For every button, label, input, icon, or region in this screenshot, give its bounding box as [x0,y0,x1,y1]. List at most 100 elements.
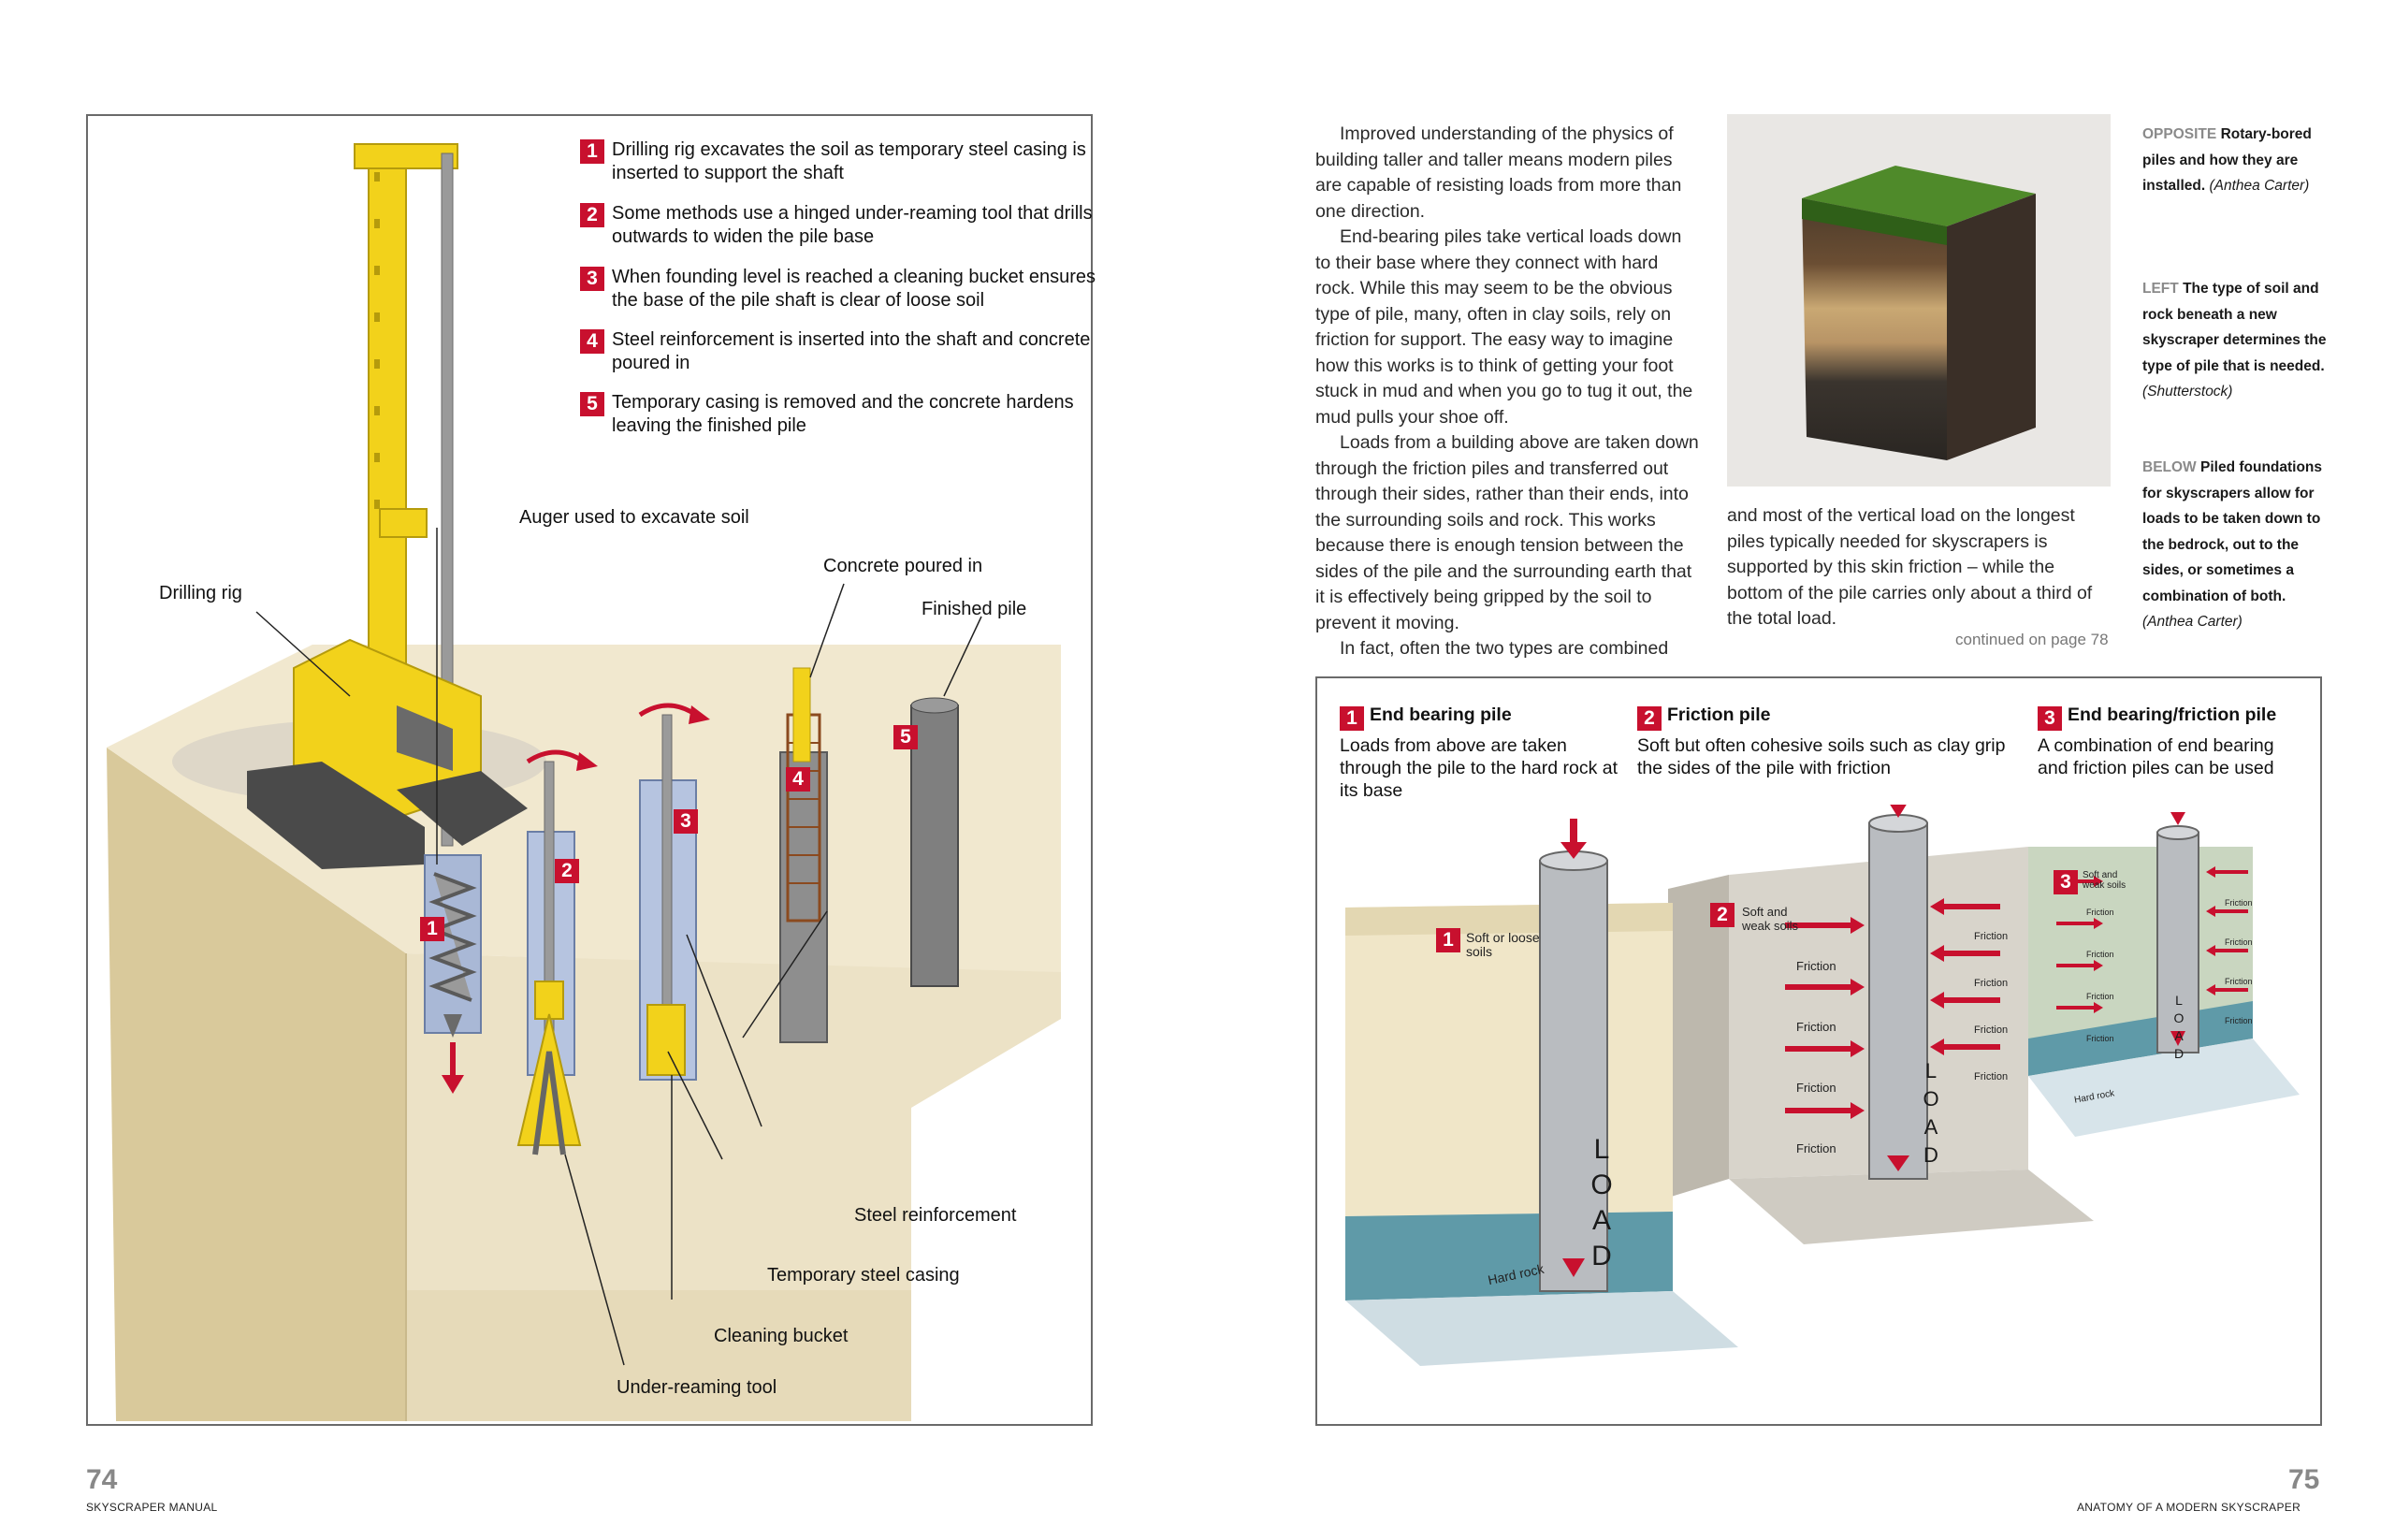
label-temporary-casing: Temporary steel casing [767,1265,960,1286]
continued-note: continued on page 78 [1955,631,2109,648]
caption-source-opposite: (Anthea Carter) [2209,178,2310,194]
friction-label-2d: Friction [1796,1141,1836,1155]
running-head-left: SKYSCRAPER MANUAL [86,1501,218,1514]
block-1-rock [1345,1212,1673,1300]
pile-type-desc-3: A combination of end bearing and frictio… [2038,735,2274,778]
label-steel-reinforcement: Steel reinforcement [854,1205,1017,1226]
kelly-bar [441,153,454,847]
friction-label-3c: Friction [2086,992,2114,1001]
friction-label-3f: Friction [2225,937,2253,947]
pile-type-badge-1: 1 [1340,706,1364,731]
pile-type-badge-3: 3 [2038,706,2062,731]
friction-label-3g: Friction [2225,977,2253,986]
label-soft-loose: Soft or loose soils [1466,930,1540,959]
label-concrete-poured: Concrete poured in [823,556,983,576]
page-number-left: 74 [86,1464,118,1495]
diagram-badge-2: 2 [1710,903,1735,927]
step-badge-5: 5 [580,392,604,416]
pile-type-title-1: End bearing pile [1370,705,1512,725]
step-text-1: Drilling rig excavates the soil as tempo… [612,139,1086,183]
friction-label-2g: Friction [1974,1024,2009,1036]
friction-label-3b: Friction [2086,950,2114,959]
friction-label-2b: Friction [1796,1020,1836,1034]
step-text-5: Temporary casing is removed and the conc… [612,392,1074,436]
caption-left: LEFT The type of soil and rock beneath a… [2142,276,2330,405]
caption-head-opposite: OPPOSITE [2142,126,2217,142]
friction-label-2h: Friction [1974,1071,2009,1082]
running-head-right: ANATOMY OF A MODERN SKYSCRAPER [2077,1501,2301,1514]
load-text-1: LOAD [1590,1134,1613,1271]
step-badge-1: 1 [580,139,604,164]
diagram-badge-1: 1 [1436,928,1460,952]
ground-block-left-face [107,748,406,1421]
friction-label-2e: Friction [1974,931,2009,942]
finished-pile-shape [910,705,959,987]
friction-label-3h: Friction [2225,1016,2253,1025]
label-auger: Auger used to excavate soil [519,507,749,528]
pile-types-illustration [1345,805,2300,1366]
body-text-column-1: Improved understanding of the physics of… [1315,122,1699,662]
pile-type-badge-2: 2 [1637,706,1662,731]
load-label-pile-1: LOAD [1588,1132,1616,1274]
pile-type-1: 1 End bearing pile Loads from above are t… [1340,704,1620,802]
step-1: 1 Drilling rig excavates the soil as tem… [580,138,1104,187]
soil-cube-photo [1727,114,2111,487]
pile-type-desc-1: Loads from above are taken through the p… [1340,735,1618,801]
load-text-2: LOAD [1923,1059,1939,1167]
step-2: 2 Some methods use a hinged under-reamin… [580,202,1104,251]
caption-text-below: Piled foundations for skyscrapers allow … [2142,459,2323,604]
hole-badge-3: 3 [674,809,698,834]
label-finished-pile: Finished pile [922,599,1027,619]
friction-label-2f: Friction [1974,978,2009,989]
step-badge-3: 3 [580,267,604,291]
step-4: 4 Steel reinforcement is inserted into t… [580,328,1104,377]
caption-head-below: BELOW [2142,459,2197,475]
caption-opposite: OPPOSITE Rotary-bored piles and how they… [2142,122,2330,199]
label-drilling-rig: Drilling rig [159,583,242,603]
pile-1 [1539,860,1608,1292]
ground-step [406,1290,911,1421]
pile-installation-illustration [107,143,1061,1421]
friction-label-3a: Friction [2086,908,2114,917]
hole-badge-2: 2 [555,859,579,883]
friction-label-2c: Friction [1796,1081,1836,1095]
body-paragraph-continued: and most of the vertical load on the lon… [1727,505,2093,629]
friction-label-2a: Friction [1796,959,1836,973]
pile-3 [2156,832,2199,1053]
friction-label-3d: Friction [2086,1034,2114,1043]
step-badge-2: 2 [580,203,604,227]
step-badge-4: 4 [580,329,604,354]
rig-mast [368,143,407,734]
caption-source-below: (Anthea Carter) [2142,614,2243,630]
pile-2 [1868,822,1928,1180]
pile-type-title-3: End bearing/friction pile [2068,705,2277,725]
diagram-badge-3: 3 [2054,870,2078,894]
label-cleaning-bucket: Cleaning bucket [714,1326,849,1346]
pile-type-desc-2: Soft but often cohesive soils such as cl… [1637,735,2006,778]
step-text-2: Some methods use a hinged under-reaming … [612,203,1093,247]
body-paragraph-4: In fact, often the two types are combine… [1340,638,1669,659]
load-text-3: LOAD [2173,993,2185,1061]
cleaning-bucket-shape [646,1004,686,1076]
body-paragraph-3: Loads from a building above are taken do… [1315,432,1699,633]
caption-text-left: The type of soil and rock beneath a new … [2142,281,2327,374]
step-5: 5 Temporary casing is removed and the co… [580,391,1104,440]
page-number-right: 75 [2288,1464,2320,1495]
pile-type-title-2: Friction pile [1667,705,1771,725]
step-text-4: Steel reinforcement is inserted into the… [612,329,1091,373]
friction-label-3e: Friction [2225,898,2253,908]
body-paragraph-2: End-bearing piles take vertical loads do… [1315,226,1693,428]
pile-type-3: 3 End bearing/friction pile A combination… [2038,704,2300,779]
hole-badge-1: 1 [420,917,444,941]
caption-source-left: (Shutterstock) [2142,384,2233,400]
load-label-pile-2: LOAD [1921,1057,1941,1170]
body-paragraph-1: Improved understanding of the physics of… [1315,123,1682,222]
load-label-pile-3: LOAD [2172,992,2185,1063]
caption-below: BELOW Piled foundations for skyscrapers … [2142,455,2330,635]
body-text-column-2: and most of the vertical load on the lon… [1727,503,2111,632]
step-text-3: When founding level is reached a cleanin… [612,267,1096,311]
label-soft-weak: Soft and weak soils [1742,905,1798,933]
under-reaming-tool [516,1013,582,1146]
label-soft-weak-3: Soft and weak soils [2083,870,2126,891]
